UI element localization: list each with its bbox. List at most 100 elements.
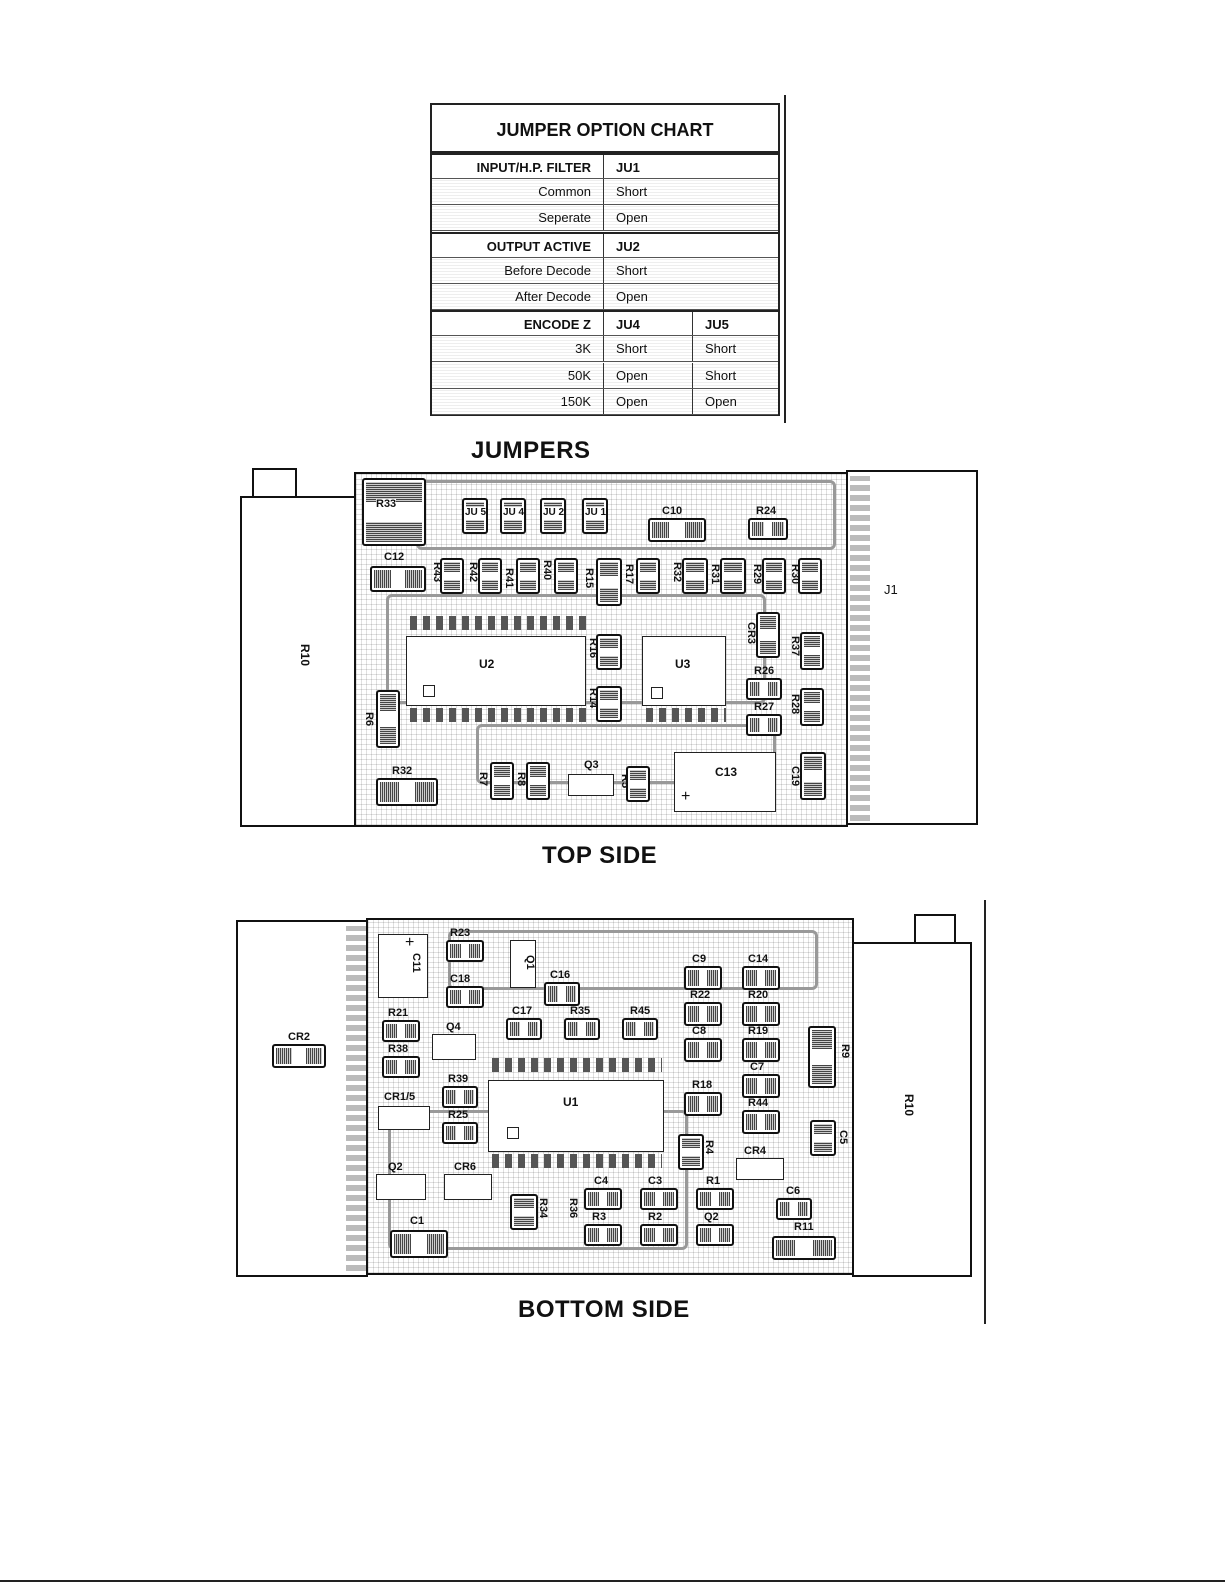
top-r5 bbox=[626, 766, 650, 802]
bottom-r34 bbox=[510, 1194, 538, 1230]
chart-cell-label: ENCODE Z bbox=[432, 312, 604, 337]
top-r10-tab bbox=[252, 468, 297, 498]
bottom-r25 bbox=[442, 1122, 478, 1144]
bottom-c5 bbox=[810, 1120, 836, 1156]
chart-cell-value: Open bbox=[616, 393, 648, 409]
top-r32 bbox=[682, 558, 708, 594]
bottom-edge-connector bbox=[236, 920, 368, 1277]
bottom-c6 bbox=[776, 1198, 812, 1220]
chart-cell-value-ju5: Short bbox=[692, 362, 782, 389]
bottom-cr4 bbox=[736, 1158, 784, 1180]
bottom-r45 bbox=[622, 1018, 658, 1040]
chart-cell-label: 50K bbox=[432, 362, 604, 389]
bottom-cr6 bbox=[444, 1174, 492, 1200]
top-r40 bbox=[554, 558, 578, 594]
top-r24 bbox=[748, 518, 788, 540]
bottom-r21 bbox=[382, 1020, 420, 1042]
top-u2: U2 bbox=[406, 636, 586, 706]
chart-cell-value-ju5: JU5 bbox=[692, 312, 782, 337]
bottom-r10-tab bbox=[914, 914, 956, 944]
bottom-r11 bbox=[772, 1236, 836, 1260]
top-r28 bbox=[800, 688, 824, 726]
chart-cell-label: After Decode bbox=[432, 284, 604, 310]
bottom-q2 bbox=[376, 1174, 426, 1200]
top-r10-housing: R10 bbox=[240, 496, 358, 827]
heading-jumpers: JUMPERS bbox=[471, 437, 591, 464]
bottom-r44 bbox=[742, 1110, 780, 1134]
top-r15 bbox=[596, 558, 622, 606]
chart-cell-label: Common bbox=[432, 179, 604, 206]
chart-cell-label: OUTPUT ACTIVE bbox=[432, 233, 604, 258]
top-r6 bbox=[376, 690, 400, 748]
bottom-cr15 bbox=[378, 1106, 430, 1130]
top-cr3 bbox=[756, 612, 780, 658]
bottom-side-rule bbox=[984, 900, 986, 1324]
bottom-r10-housing: R10 bbox=[852, 942, 972, 1277]
bottom-q1: Q1 bbox=[510, 940, 536, 988]
heading-top-side: TOP SIDE bbox=[542, 842, 658, 869]
page-bottom-rule bbox=[0, 1580, 1225, 1582]
bottom-c16 bbox=[544, 982, 580, 1006]
top-c19 bbox=[800, 752, 826, 800]
top-c12 bbox=[370, 566, 426, 592]
top-r8 bbox=[526, 762, 550, 800]
top-r41 bbox=[516, 558, 540, 594]
bottom-cr2 bbox=[272, 1044, 326, 1068]
bottom-r2 bbox=[640, 1224, 678, 1246]
top-u3: U3 bbox=[642, 636, 726, 706]
bottom-r19 bbox=[742, 1038, 780, 1062]
top-r31 bbox=[720, 558, 746, 594]
top-r14 bbox=[596, 686, 622, 722]
chart-cell-label: INPUT/H.P. FILTER bbox=[432, 155, 604, 179]
bottom-r9 bbox=[808, 1026, 836, 1088]
top-r27 bbox=[746, 714, 782, 736]
top-r7 bbox=[490, 762, 514, 800]
chart-cell-value: JU4 bbox=[616, 317, 640, 333]
bottom-r23 bbox=[446, 940, 484, 962]
bottom-r4 bbox=[678, 1134, 704, 1170]
top-r42 bbox=[478, 558, 502, 594]
top-c13: C13 + bbox=[674, 752, 776, 812]
chart-title: JUMPER OPTION CHART bbox=[432, 105, 778, 153]
top-r33 bbox=[362, 478, 426, 546]
bottom-c1 bbox=[390, 1230, 448, 1258]
top-r37 bbox=[800, 632, 824, 670]
bottom-r39 bbox=[442, 1086, 478, 1108]
chart-cell-value: Short bbox=[616, 262, 648, 278]
top-r43 bbox=[440, 558, 464, 594]
top-r26 bbox=[746, 678, 782, 700]
chart-row: After Decode Open bbox=[432, 284, 778, 310]
bottom-c14 bbox=[742, 966, 780, 990]
chart-cell-value: Open bbox=[616, 210, 648, 226]
bottom-q4 bbox=[432, 1034, 476, 1060]
heading-bottom-side: BOTTOM SIDE bbox=[518, 1296, 690, 1323]
chart-side-rule bbox=[784, 95, 786, 423]
chart-cell-value: Open bbox=[616, 289, 648, 304]
bottom-c8 bbox=[684, 1038, 722, 1062]
bottom-r3 bbox=[584, 1224, 622, 1246]
chart-cell-value: Short bbox=[616, 341, 648, 357]
top-r29 bbox=[762, 558, 786, 594]
chart-cell-label: 150K bbox=[432, 388, 604, 415]
bottom-r1 bbox=[696, 1188, 734, 1210]
top-j1-label: J1 bbox=[884, 582, 898, 597]
top-r16 bbox=[596, 634, 622, 670]
bottom-u1: U1 bbox=[488, 1080, 664, 1152]
bottom-c9 bbox=[684, 966, 722, 990]
bottom-q2-b bbox=[696, 1224, 734, 1246]
bottom-r35 bbox=[564, 1018, 600, 1040]
top-r32-b bbox=[376, 778, 438, 806]
chart-cell-label: 3K bbox=[432, 336, 604, 363]
bottom-r20 bbox=[742, 1002, 780, 1026]
top-q3 bbox=[568, 774, 614, 796]
top-c10 bbox=[648, 518, 706, 542]
top-r30 bbox=[798, 558, 822, 594]
